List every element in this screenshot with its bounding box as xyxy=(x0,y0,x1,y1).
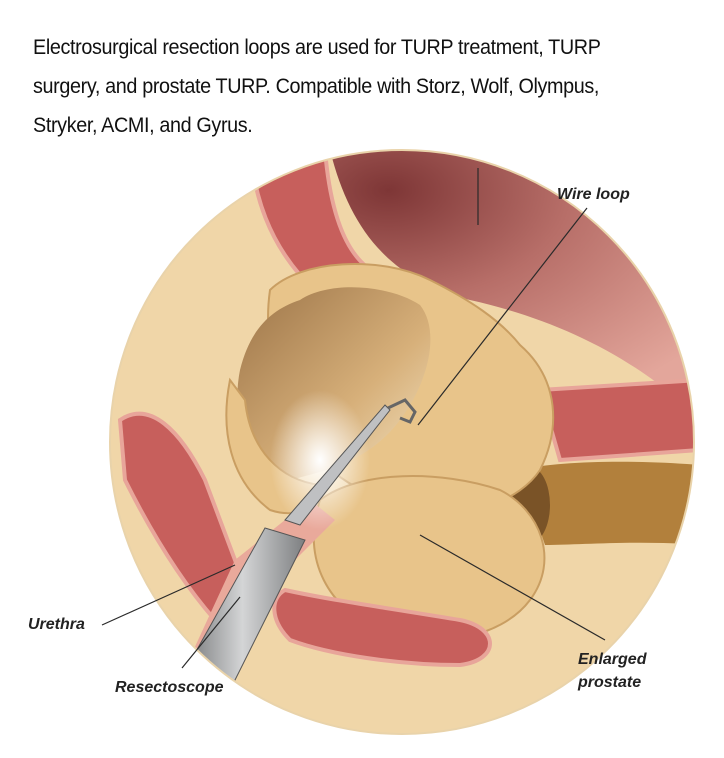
resectoscope-label: Resectoscope xyxy=(115,679,224,696)
urethra-leader xyxy=(101,564,236,626)
wire-loop-label: Wire loop xyxy=(557,186,630,203)
circle-border xyxy=(109,149,695,735)
bladder-muscle-right xyxy=(537,377,694,463)
product-caption: Electrosurgical resection loops are used… xyxy=(33,35,601,137)
cautery-glow xyxy=(270,390,370,530)
pelvic-muscle-bottom xyxy=(272,587,492,668)
wire-loop xyxy=(387,398,417,424)
pelvic-muscle-left xyxy=(117,411,253,623)
prostate-leader xyxy=(419,534,606,641)
resectoscope-shaft xyxy=(284,404,391,526)
wire-loop-leader xyxy=(417,207,588,426)
turp-illustration: Wire loop Urethra Resectoscope Enlarged … xyxy=(28,149,695,735)
enlarged-prostate-label-line1: Enlarged xyxy=(578,651,648,668)
enlarged-prostate-label-line2: prostate xyxy=(577,674,641,691)
rectum xyxy=(520,461,694,545)
resectoscope-leader xyxy=(181,596,241,669)
urethra-label: Urethra xyxy=(28,616,85,633)
